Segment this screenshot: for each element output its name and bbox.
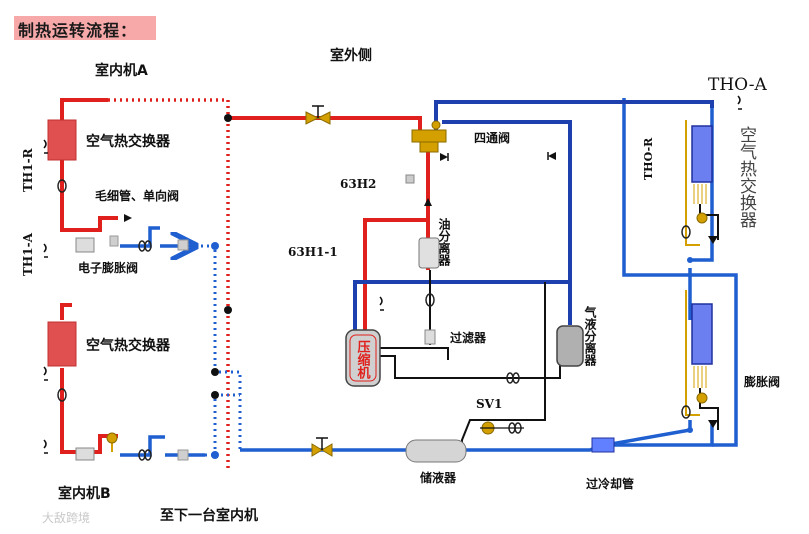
h2-label: 63H2 <box>340 177 376 191</box>
outdoor-hex-label: 空气热交换器 <box>736 126 757 228</box>
sv1-valve <box>480 421 524 435</box>
indoor-b-valves <box>75 432 219 461</box>
th1a-label: TH1-A <box>21 232 35 276</box>
gas-liquid-sep-label: 气液分离器 <box>583 305 597 367</box>
page-title: 制热运转流程： <box>18 21 138 40</box>
indoor-b-heat-exchanger <box>47 321 77 367</box>
indoor-b-hex-out <box>60 368 118 454</box>
th1r-label: TH1-R <box>21 147 35 192</box>
oil-separator <box>418 237 440 269</box>
filter <box>424 293 436 345</box>
indoor-hex-a-label: 空气热交换器 <box>86 133 171 150</box>
compressor-label: 压缩机 <box>355 340 371 380</box>
capillary-check-label: 毛细管、单向阀 <box>95 188 179 203</box>
indoor-a-liquid <box>120 226 160 248</box>
filter-label: 过滤器 <box>450 330 487 345</box>
indoor-a-label: 室内机A <box>95 62 148 79</box>
gas-liquid-separator <box>556 325 584 367</box>
oil-sep-label: 油分离器 <box>437 217 451 267</box>
indoor-a-expansion-valve <box>75 237 95 253</box>
four-way-label: 四通阀 <box>474 130 510 145</box>
main-gas-valve <box>305 105 331 125</box>
indoor-a-gas-line <box>60 98 108 120</box>
main-liquid-valve <box>311 437 333 457</box>
suction-lines <box>353 100 714 330</box>
indoor-a-heat-exchanger <box>47 119 77 161</box>
indoor-b-gas-line <box>60 303 72 320</box>
discharge-check <box>424 198 432 206</box>
four-way-to-outdoor <box>434 100 714 130</box>
hot-gas-dotted <box>108 98 230 470</box>
tho-r-label: THO-R <box>642 137 655 180</box>
bypass-coil <box>506 372 520 384</box>
h2-switch <box>405 174 415 184</box>
electronic-exp-label: 电子膨胀阀 <box>78 260 138 275</box>
outdoor-expansion-valves <box>687 212 718 433</box>
junctions <box>211 114 232 399</box>
outdoor-right-loop <box>622 98 738 447</box>
accumulator-to-comp <box>353 280 572 330</box>
receiver <box>405 439 467 463</box>
indoor-b-liquid <box>120 435 165 457</box>
outdoor-heat-exchanger-upper <box>691 125 713 183</box>
hot-gas-lines <box>60 98 430 454</box>
right-check-valve <box>548 152 556 160</box>
four-way-valve <box>411 120 556 161</box>
four-way-check <box>440 153 448 161</box>
outdoor-hex-fins <box>693 184 707 388</box>
four-way-right <box>442 120 572 325</box>
indoor-coils <box>57 179 152 461</box>
sensor-symbols <box>43 95 742 454</box>
indoor-b-expansion-valve <box>75 447 95 461</box>
title-highlight <box>14 16 156 40</box>
outdoor-gas-main <box>228 116 422 130</box>
exp-valve-label: 膨胀阀 <box>743 374 780 389</box>
h1-label: 63H1-1 <box>288 245 338 259</box>
indoor-a-check-valve <box>124 214 132 222</box>
outdoor-side-label: 室外侧 <box>330 47 372 64</box>
indoor-a-valves <box>75 214 219 253</box>
tho-a-label: THO-A <box>708 75 767 95</box>
indoor-b-solenoid <box>106 432 118 444</box>
outdoor-heat-exchanger-lower <box>691 303 713 365</box>
indoor-hex-b-label: 空气热交换器 <box>86 337 171 354</box>
watermark: 大敌跨境 <box>42 510 90 525</box>
subcooler <box>591 437 615 453</box>
outdoor-coils <box>681 225 691 419</box>
discharge-to-comp <box>363 218 428 330</box>
indoor-a-hex-out <box>60 160 118 232</box>
to-next-unit-label: 至下一台室内机 <box>160 507 258 524</box>
sv1-label: SV1 <box>476 397 502 411</box>
receiver-label: 储液器 <box>420 470 457 485</box>
capillary-lines <box>111 120 700 452</box>
indoor-b-label: 室内机B <box>58 485 111 502</box>
subcooler-label: 过冷却管 <box>586 476 634 491</box>
liquid-dotted <box>195 244 242 457</box>
